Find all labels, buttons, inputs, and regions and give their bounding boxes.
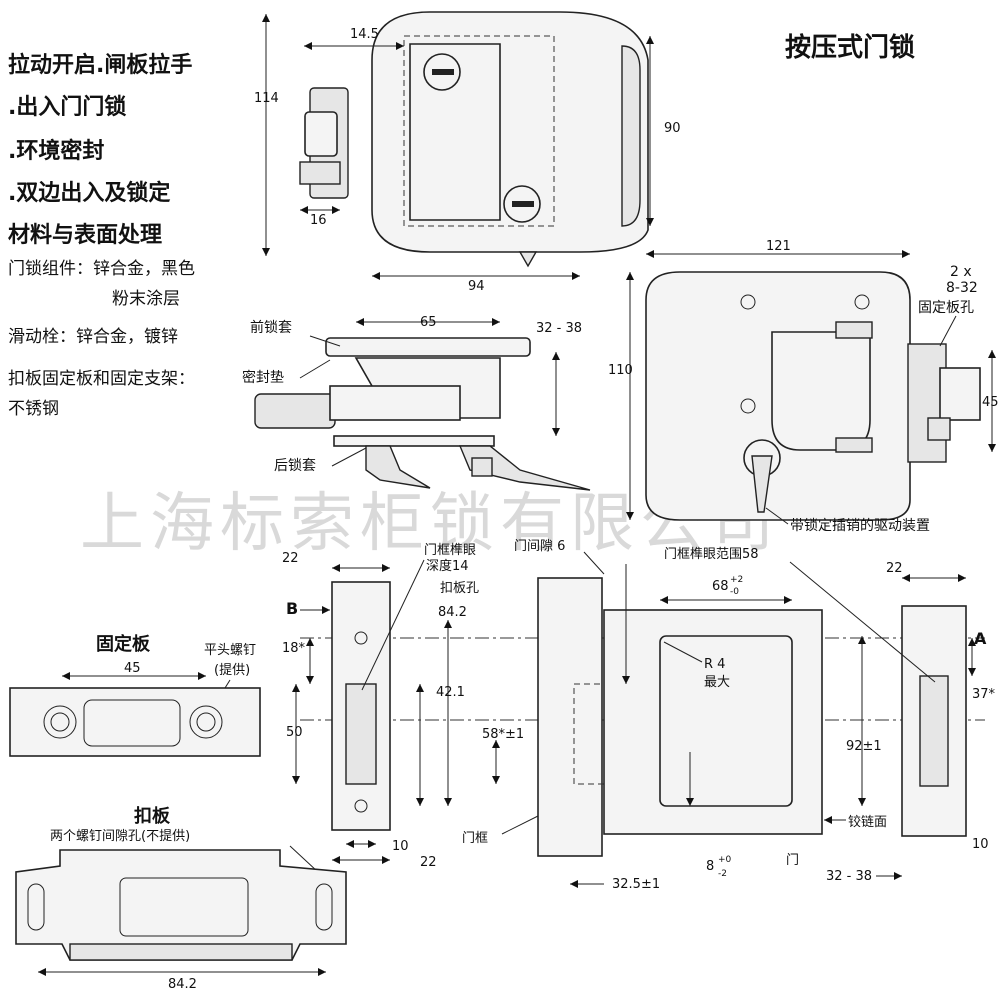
dim-32-38-top: 32 - 38	[536, 321, 582, 336]
dim-84-2: 84.2	[438, 605, 467, 620]
side-view-labels: 前锁套 密封垫 后锁套 65 32 - 38	[242, 315, 582, 474]
label-mortise-range: 门框榫眼范围58	[664, 547, 759, 562]
dim-110: 110	[608, 363, 633, 378]
dim-fp-45: 45	[124, 661, 141, 676]
feature-item: .出入门门锁	[8, 94, 126, 120]
material-strike-cont: 不锈钢	[8, 399, 59, 419]
label-hinge-face: 铰链面	[848, 815, 887, 830]
material-strike: 扣板固定板和固定支架：	[8, 369, 195, 389]
dims-front-view: 114 14.5 90 16 94	[254, 14, 681, 294]
lock-front-view	[299, 11, 649, 268]
frame-strip-left	[331, 581, 391, 831]
dim-22-left: 22	[282, 551, 299, 566]
material-bolt: 滑动栓：锌合金，镀锌	[8, 327, 178, 347]
feature-item: 材料与表面处理	[8, 222, 162, 248]
dim-10-left: 10	[392, 839, 409, 854]
dim-68: 68	[712, 579, 729, 594]
label-mortise-depth-1: 门框榫眼	[424, 543, 476, 558]
label-door: 门	[786, 853, 799, 868]
material-lock-assembly: 门锁组件：锌合金，黑色	[8, 259, 195, 279]
page-title: 按压式门锁	[785, 32, 915, 63]
fixing-plate-drawing: 固定板 平头螺钉 (提供) 45	[9, 633, 261, 757]
materials-list: 门锁组件：锌合金，黑色 粉末涂层 滑动栓：锌合金，镀锌 扣板固定板和固定支架： …	[8, 259, 195, 419]
label-front-sleeve: 前锁套	[250, 319, 292, 336]
label-r4-max: 最大	[704, 675, 730, 690]
dim-8: 8	[706, 859, 714, 874]
dim-121: 121	[766, 239, 791, 254]
dim-22-right: 22	[886, 561, 903, 576]
strike-plate-drawing: 扣板 两个螺钉间隙孔(不提供) 84.2	[15, 805, 347, 992]
dim-65: 65	[420, 315, 437, 330]
dim-114: 114	[254, 91, 279, 106]
feature-item: .双边出入及锁定	[8, 180, 170, 206]
dim-58: 58*±1	[482, 727, 524, 742]
label-mortise-depth-2: 深度14	[426, 558, 469, 574]
label-flat-screw: 平头螺钉	[204, 643, 256, 658]
hinge-strip-right	[901, 605, 967, 837]
label-screws-count: 2 x	[950, 264, 972, 280]
label-door-gap: 门间隙 6	[514, 539, 565, 554]
dim-8-tol-dn: -2	[718, 869, 727, 879]
mark-b: B	[286, 599, 298, 618]
dim-16: 16	[310, 213, 327, 228]
dim-92: 92±1	[846, 739, 882, 754]
label-screws-hole: 固定板孔	[918, 300, 974, 316]
label-fixing-plate: 固定板	[96, 633, 151, 655]
label-flat-screw-provided: (提供)	[214, 662, 250, 678]
label-screws-size: 8-32	[946, 280, 978, 296]
rear-view-dims: 121 110 45 2 x 8-32 固定板孔 带锁定插销的驱动装置	[608, 239, 999, 534]
dim-14-5: 14.5	[350, 27, 379, 42]
dim-68-tol-up: +2	[730, 575, 743, 585]
label-strike-note: 两个螺钉间隙孔(不提供)	[50, 828, 190, 844]
dim-18: 18*	[282, 641, 306, 656]
label-strike-hole: 扣板孔	[440, 581, 479, 596]
feature-item: 拉动开启.闸板拉手	[8, 52, 192, 78]
door-frame-section	[537, 577, 605, 857]
dim-45-rear: 45	[982, 395, 999, 410]
dim-32-38-bottom: 32 - 38	[826, 869, 872, 884]
dim-10-right: 10	[972, 837, 989, 852]
dim-90: 90	[664, 121, 681, 136]
mark-a: A	[974, 629, 987, 648]
dim-37: 37*	[972, 687, 996, 702]
label-gasket: 密封垫	[242, 369, 284, 386]
lock-rear-view	[645, 271, 981, 521]
lock-side-view	[254, 337, 591, 491]
feature-item: .环境密封	[8, 138, 104, 164]
dim-50: 50	[286, 725, 303, 740]
label-rear-sleeve: 后锁套	[274, 458, 316, 474]
dim-8-tol-up: +0	[718, 855, 732, 865]
label-r4: R 4	[704, 657, 725, 672]
dim-94: 94	[468, 279, 485, 294]
dim-22-bottom: 22	[420, 855, 437, 870]
material-lock-assembly-cont: 粉末涂层	[112, 289, 180, 309]
dim-sp-84-2: 84.2	[168, 977, 197, 992]
label-drive: 带锁定插销的驱动装置	[790, 518, 930, 534]
label-strike-plate: 扣板	[134, 805, 171, 827]
label-door-frame: 门框	[462, 831, 488, 846]
feature-list: 拉动开启.闸板拉手 .出入门门锁 .环境密封 .双边出入及锁定 材料与表面处理	[8, 52, 192, 248]
dim-42-1: 42.1	[436, 685, 465, 700]
dim-68-tol-dn: -0	[730, 587, 739, 597]
door-panel	[603, 609, 823, 835]
installation-dims: 22 B 18* 50 84.2 42.1 58*±1 门框榫眼 深度14 扣板…	[282, 539, 996, 892]
dim-32-5: 32.5±1	[612, 877, 660, 892]
